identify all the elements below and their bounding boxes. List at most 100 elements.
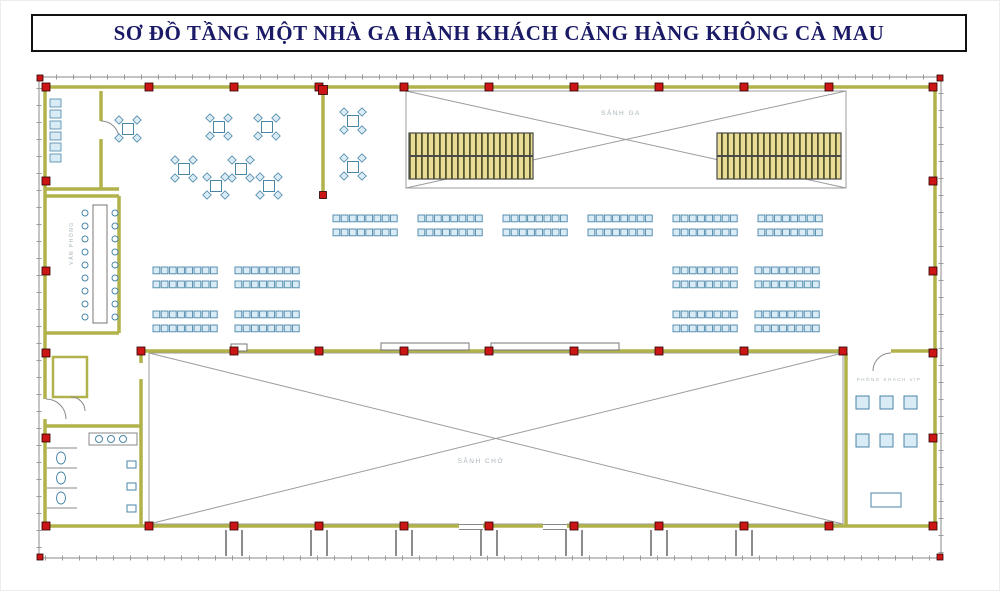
seat — [381, 228, 390, 237]
seat — [721, 214, 730, 223]
seat — [185, 310, 194, 319]
column-marker — [928, 348, 938, 358]
chair — [170, 155, 180, 165]
chair — [339, 153, 349, 163]
seat — [754, 280, 763, 289]
seat — [782, 228, 790, 237]
chair — [202, 190, 212, 200]
seat — [250, 310, 259, 319]
plan-geometry — [36, 74, 944, 561]
seat — [688, 214, 697, 223]
seat — [250, 280, 259, 289]
seat — [510, 228, 519, 237]
seat — [721, 280, 730, 289]
armchair — [903, 433, 918, 448]
shelf-unit — [49, 153, 62, 163]
seat — [770, 324, 779, 333]
seat — [697, 324, 705, 333]
seat — [267, 280, 276, 289]
seat — [442, 214, 450, 223]
seat — [603, 228, 612, 237]
chair — [132, 133, 142, 143]
column-marker — [654, 82, 664, 92]
seat — [628, 228, 637, 237]
seat — [275, 324, 284, 333]
armchair — [879, 433, 894, 448]
seat — [291, 310, 300, 319]
table — [870, 492, 902, 508]
seat — [644, 214, 653, 223]
label-upper-hall: SẢNH GA — [601, 108, 641, 117]
seat — [787, 324, 796, 333]
seat — [160, 266, 169, 275]
seat — [773, 228, 782, 237]
column-marker — [936, 74, 944, 82]
seat — [803, 266, 812, 275]
seat — [688, 280, 697, 289]
seat — [587, 228, 596, 237]
column-marker — [928, 176, 938, 186]
chair — [111, 209, 119, 217]
cafe-tables — [114, 107, 367, 200]
seat — [168, 280, 177, 289]
chair — [188, 173, 198, 183]
seat — [201, 266, 210, 275]
urinal — [126, 482, 137, 491]
column-marker — [484, 82, 494, 92]
brace-line — [148, 352, 844, 525]
chair — [255, 172, 265, 182]
seat — [259, 266, 267, 275]
seat — [250, 266, 259, 275]
chair — [170, 173, 180, 183]
entry-canopy — [225, 530, 753, 556]
seat — [688, 228, 697, 237]
column-marker — [41, 82, 51, 92]
seat — [450, 228, 459, 237]
seat — [713, 228, 722, 237]
seat — [680, 280, 689, 289]
chair — [111, 274, 119, 282]
toilet — [56, 491, 66, 505]
column-marker — [41, 521, 51, 531]
column-marker — [928, 521, 938, 531]
void-outline — [405, 90, 847, 189]
seat — [242, 266, 251, 275]
seat — [754, 266, 763, 275]
chair — [202, 172, 212, 182]
seat — [636, 228, 645, 237]
seat — [762, 280, 771, 289]
column-marker — [928, 82, 938, 92]
label-lower-hall: SẢNH CHỜ — [458, 456, 505, 465]
chair — [111, 248, 119, 256]
chair — [111, 222, 119, 230]
seat — [765, 214, 774, 223]
seat — [770, 310, 779, 319]
seat — [373, 214, 382, 223]
kiosk-shelves — [49, 98, 62, 163]
door-gap — [42, 399, 49, 419]
seat — [697, 214, 705, 223]
meeting-room — [81, 204, 119, 324]
seat — [518, 214, 527, 223]
column-marker — [739, 346, 749, 356]
column-marker — [824, 521, 834, 531]
seat — [510, 214, 519, 223]
column-marker — [569, 82, 579, 92]
column-marker — [838, 346, 848, 356]
seat — [458, 214, 467, 223]
chair — [81, 248, 89, 256]
seat — [543, 228, 552, 237]
seat — [713, 214, 722, 223]
chair — [114, 115, 124, 125]
table — [213, 121, 225, 133]
seat — [811, 266, 820, 275]
seat — [234, 266, 243, 275]
seat — [757, 214, 766, 223]
seat — [729, 280, 738, 289]
seat — [705, 266, 714, 275]
toilet — [56, 451, 66, 465]
conference-table — [92, 204, 108, 324]
urinal — [126, 504, 137, 513]
seat — [587, 214, 596, 223]
seat — [242, 324, 251, 333]
